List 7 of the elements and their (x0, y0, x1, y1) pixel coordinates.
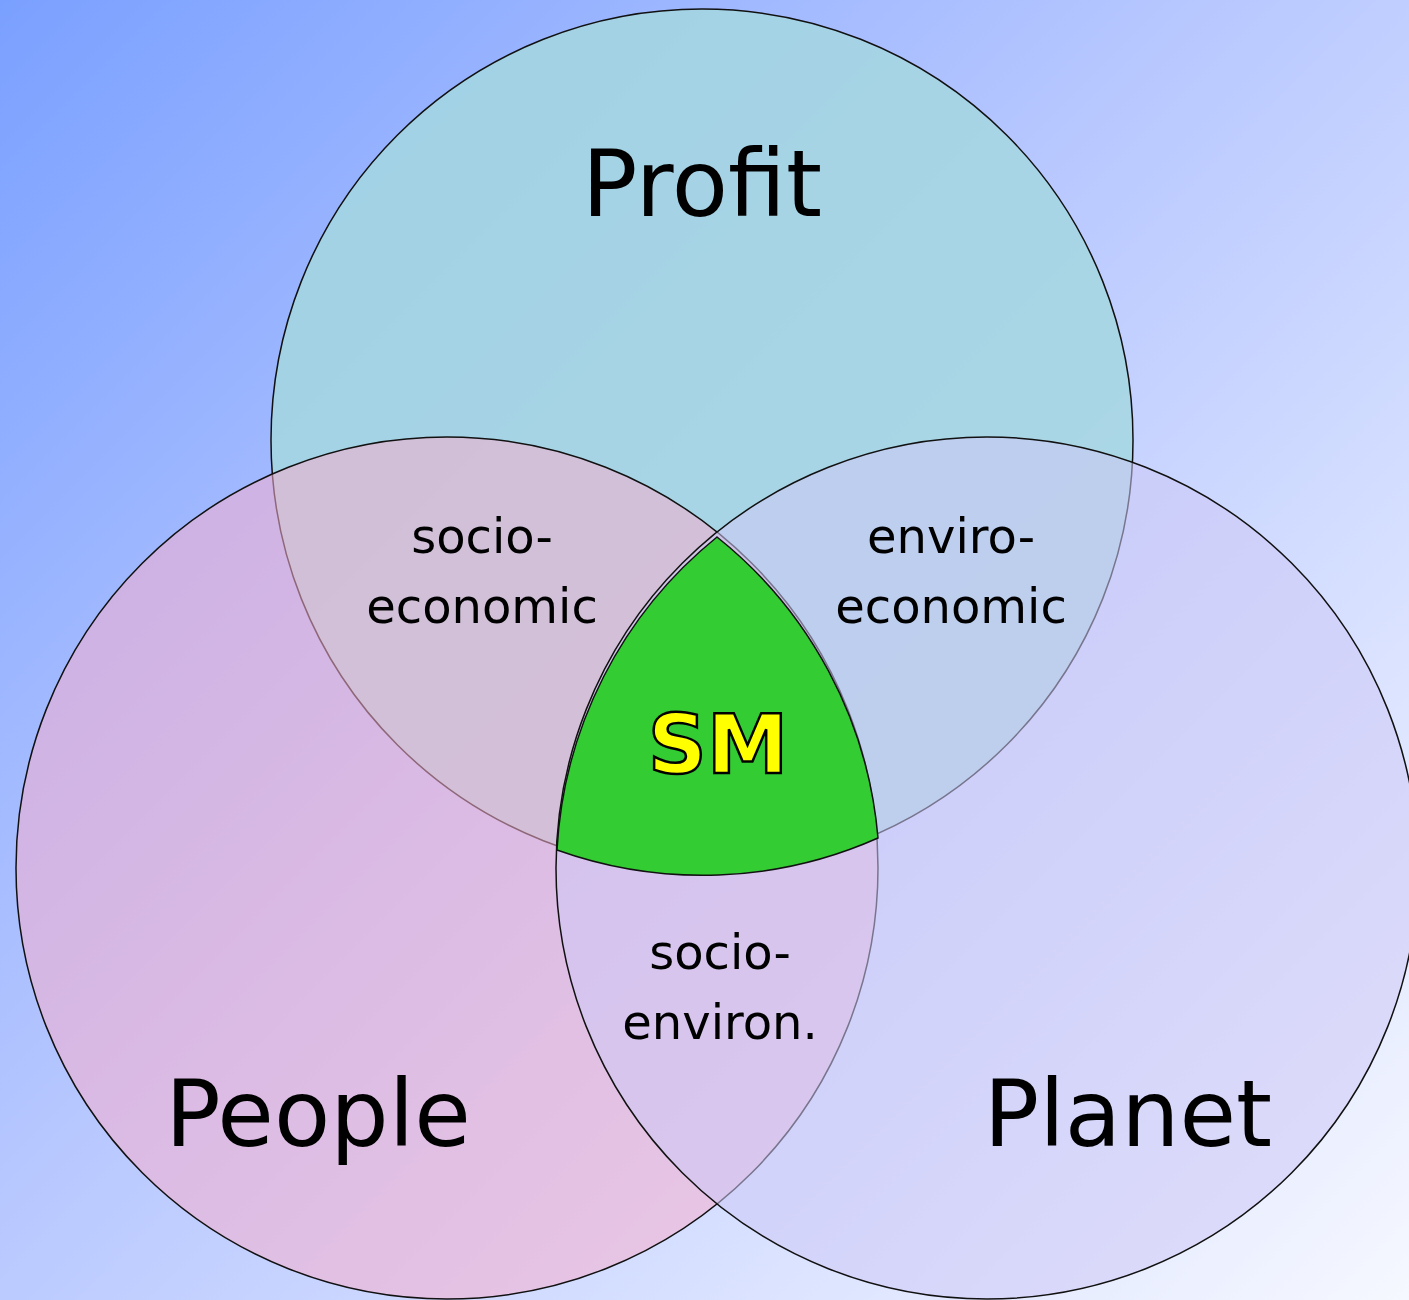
circle-label: People (165, 1066, 471, 1164)
circle-label: Profit (582, 136, 822, 234)
overlap-label: enviro- economic (834, 507, 1068, 636)
center-label: SM (647, 701, 789, 789)
overlap-label: socio- economic (365, 507, 599, 636)
overlap-label: socio- environ. (621, 923, 819, 1052)
circle-label: Planet (983, 1066, 1273, 1164)
